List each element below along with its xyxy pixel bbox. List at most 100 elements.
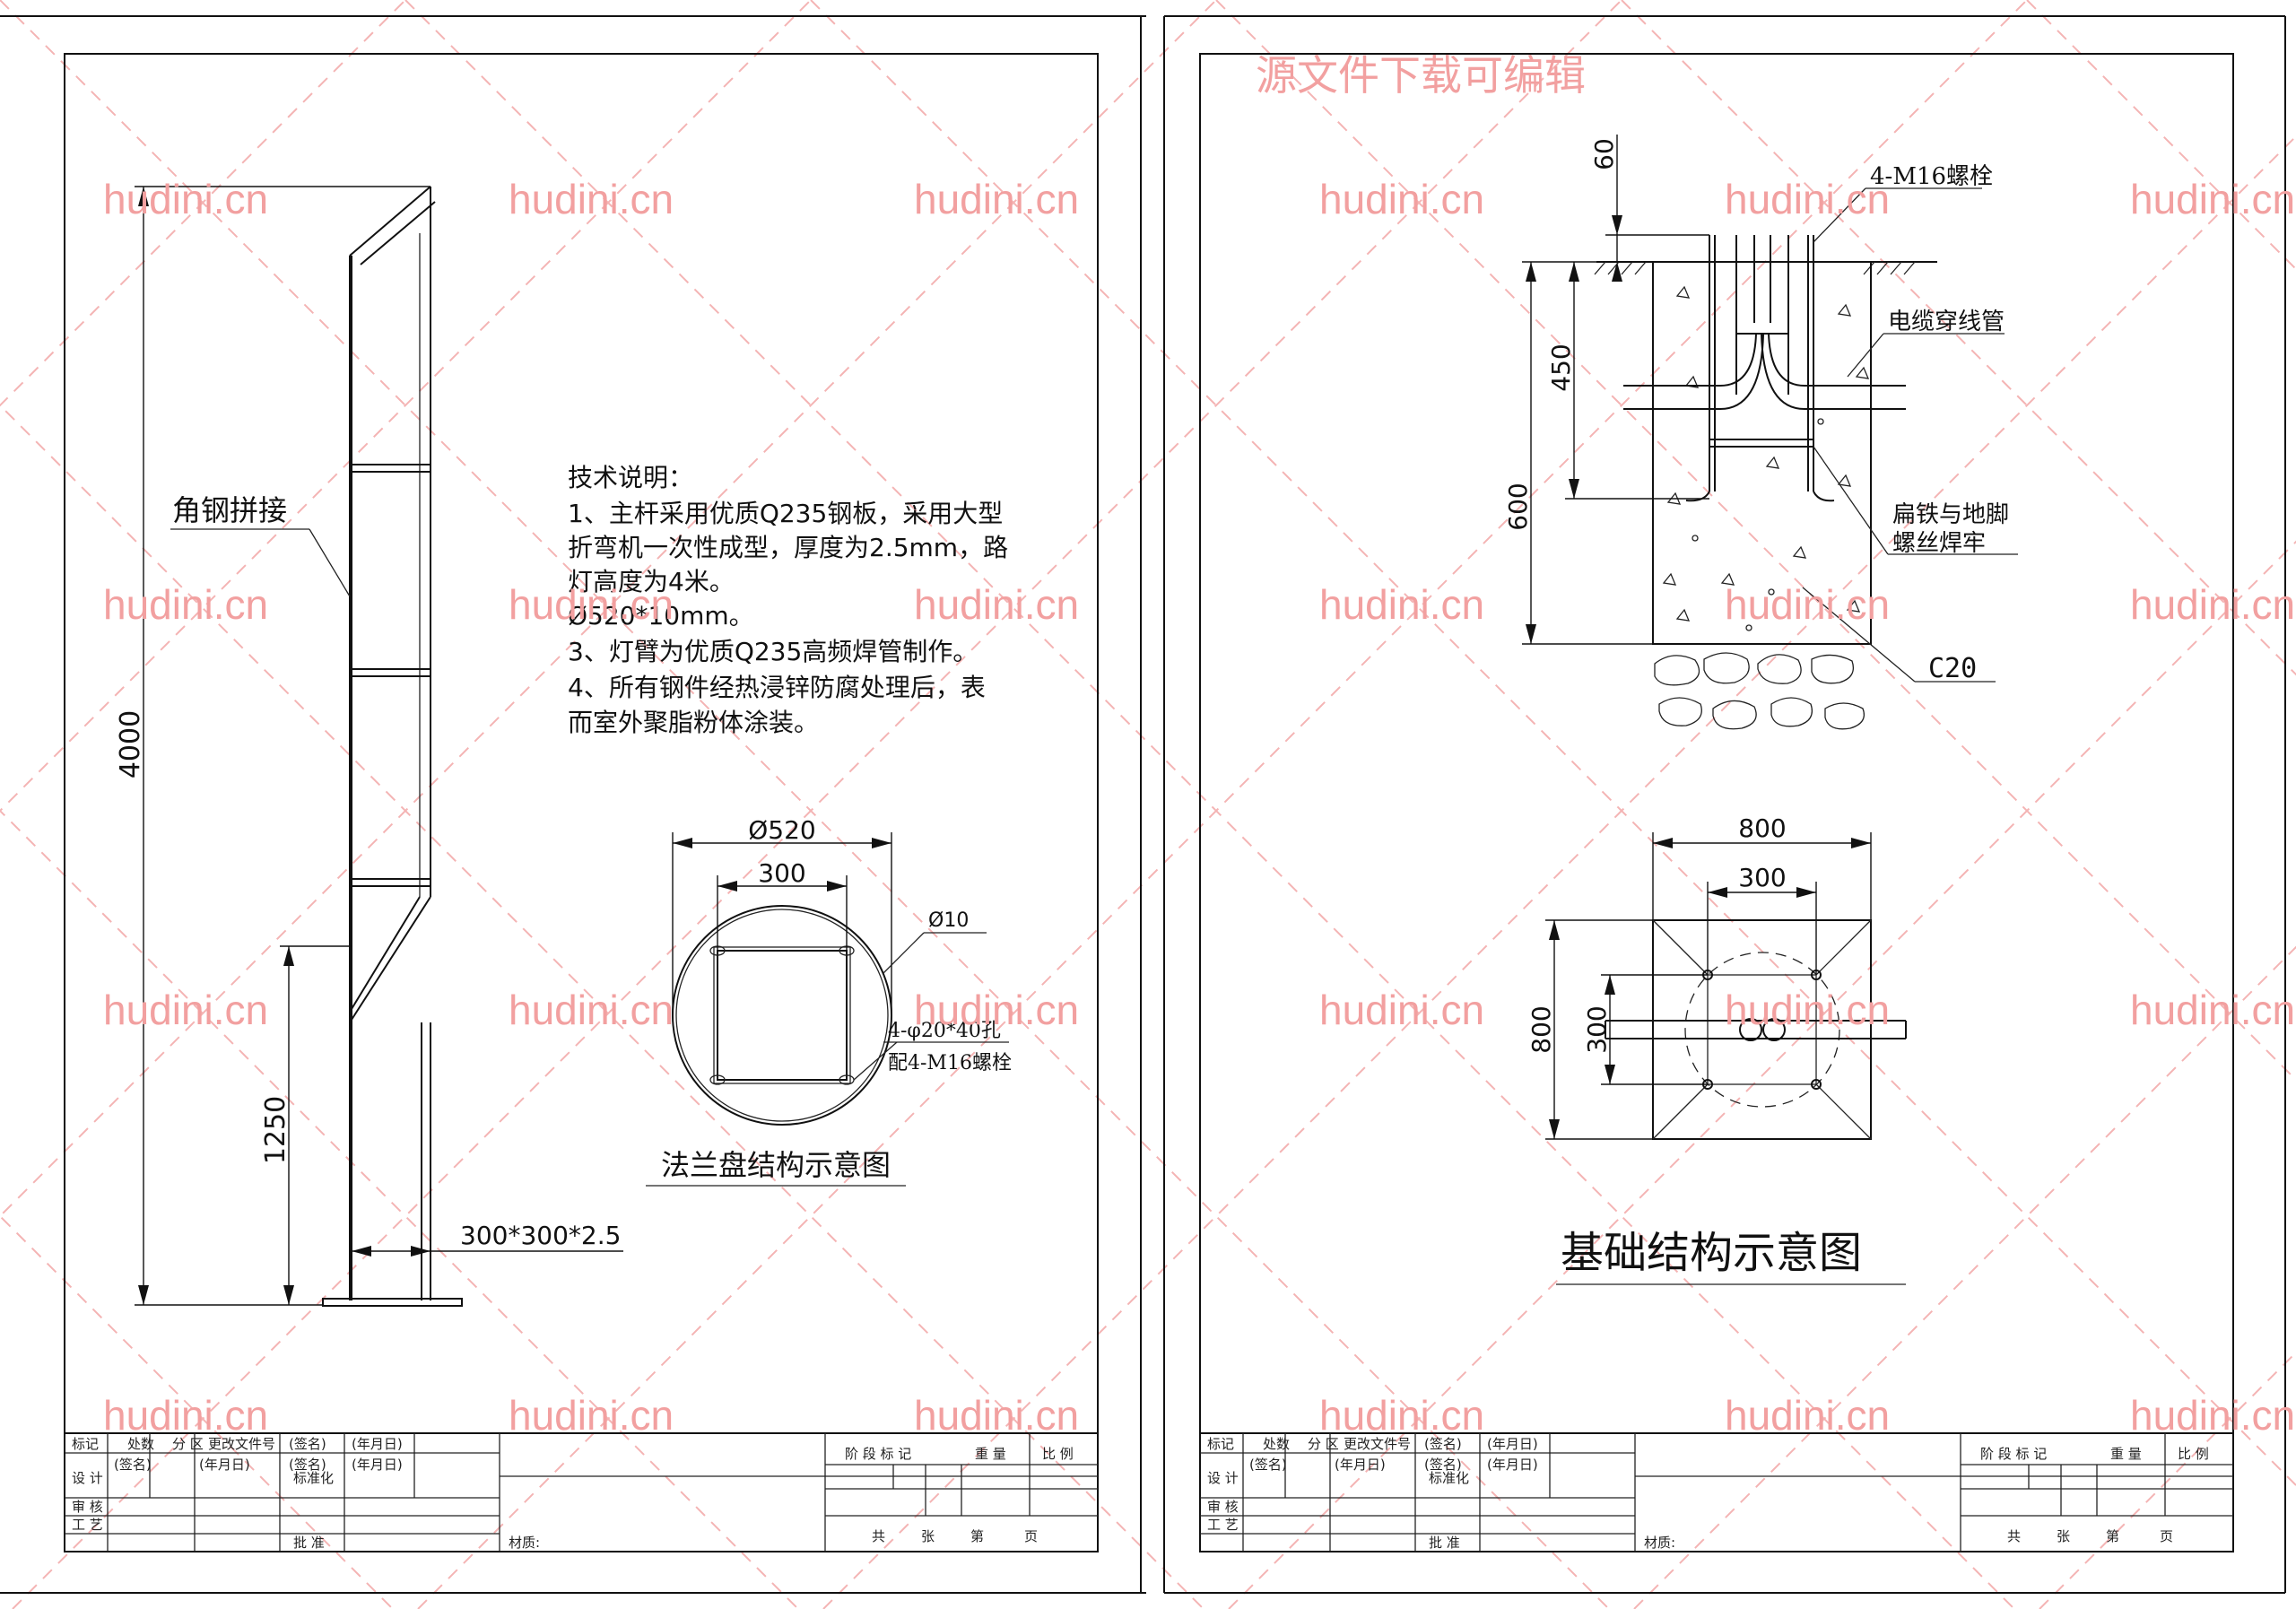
- svg-text:第: 第: [970, 1528, 984, 1544]
- svg-text:阶 段 标 记: 阶 段 标 记: [1980, 1446, 2047, 1462]
- angle-steel-label: 角钢拼接: [172, 493, 287, 527]
- svg-text:重 量: 重 量: [2110, 1446, 2142, 1462]
- watermark-site-text: hudini.cn: [1725, 176, 1890, 222]
- svg-text:审 核: 审 核: [1207, 1499, 1239, 1515]
- cable-duct-label: 电缆穿线管: [1888, 309, 2005, 335]
- bolt-label: 4-M16螺栓: [1870, 163, 1993, 190]
- watermark-site-text: hudini.cn: [1319, 1392, 1484, 1439]
- notes-title: 技术说明：: [568, 463, 693, 492]
- watermark-site-text: hudini.cn: [1725, 1392, 1890, 1439]
- weld-label-1: 扁铁与地脚: [1892, 501, 2009, 528]
- watermark-site-text: hudini.cn: [1725, 581, 1890, 628]
- flange-dim-hole: Ø10: [928, 909, 969, 932]
- svg-text:标准化: 标准化: [1429, 1470, 1469, 1486]
- svg-text:页: 页: [1024, 1528, 1038, 1544]
- watermark-site-text: hudini.cn: [1319, 581, 1484, 628]
- dim-4000-text: 4000: [115, 710, 146, 778]
- weld-label-2: 螺丝焊牢: [1892, 530, 1986, 557]
- watermark-line: [1633, 945, 2296, 1609]
- svg-text:批 准: 批 准: [1429, 1535, 1460, 1551]
- watermark-line: [0, 0, 1610, 1609]
- left-sheet-frame: [0, 15, 1146, 1594]
- watermark-line: [822, 135, 2296, 1609]
- flange-holes-note: 4-φ20*40孔: [888, 1020, 1001, 1042]
- svg-text:(签名): (签名): [1424, 1457, 1462, 1473]
- right-sheet-frame: [1163, 15, 2286, 1594]
- watermark-site-text: hudini.cn: [1319, 987, 1484, 1033]
- svg-text:材质:: 材质:: [1644, 1535, 1675, 1551]
- watermark-line: [0, 0, 406, 407]
- dim-door-height: 1250: [260, 945, 352, 1305]
- svg-text:工 艺: 工 艺: [72, 1517, 103, 1533]
- dim-base-plate: 300*300*2.5: [352, 1221, 623, 1257]
- watermark-banner: 源文件下载可编辑: [1256, 52, 1586, 99]
- watermark-site-text: hudini.cn: [509, 176, 674, 222]
- watermark-site-text: hudini.cn: [914, 176, 1079, 222]
- svg-text:标记: 标记: [72, 1436, 99, 1452]
- svg-text:设 计: 设 计: [72, 1470, 103, 1486]
- svg-text:(年月日): (年月日): [352, 1436, 403, 1452]
- svg-text:处数: 处数: [1263, 1436, 1290, 1452]
- watermark-line: [0, 404, 1205, 1609]
- svg-text:更改文件号: 更改文件号: [1344, 1436, 1411, 1452]
- watermark-line: [417, 0, 2028, 1609]
- watermark-site-text: hudini.cn: [914, 987, 1079, 1033]
- watermark-line: [0, 0, 1217, 1218]
- note-line-2: 折弯机一次性成型，厚度为2.5mm，路: [568, 533, 1008, 562]
- flange-dim-outer: Ø520: [748, 815, 815, 845]
- watermark-site-text: hudini.cn: [103, 987, 268, 1033]
- foundation-caption: 基础结构示意图: [1561, 1228, 1862, 1278]
- svg-text:设 计: 设 计: [1207, 1470, 1239, 1486]
- svg-text:张: 张: [2057, 1528, 2070, 1544]
- svg-text:批 准: 批 准: [293, 1535, 325, 1551]
- watermark-site-text: hudini.cn: [103, 1392, 268, 1439]
- watermark-site-text: hudini.cn: [509, 581, 674, 628]
- watermark-line: [2026, 0, 2296, 271]
- svg-text:第: 第: [2106, 1528, 2119, 1544]
- watermark-site-text: hudini.cn: [914, 581, 1079, 628]
- watermark-line: [1228, 540, 2296, 1609]
- concrete-fill: [1662, 285, 1870, 631]
- svg-text:材质:: 材质:: [509, 1535, 540, 1551]
- watermark-line: [1621, 0, 2296, 676]
- dim-600-text: 600: [1503, 483, 1533, 530]
- title-block-left: 标记 处数 分 区 更改文件号 (签名) (年月日) 设 计 (签名) (年月日…: [64, 1432, 1099, 1552]
- svg-text:(年月日): (年月日): [1487, 1436, 1538, 1452]
- flange-caption: 法兰盘结构示意图: [661, 1148, 891, 1182]
- note-line-3: 灯高度为4米。: [568, 567, 735, 596]
- svg-text:标准化: 标准化: [293, 1470, 334, 1486]
- plan-dim-300-top: 300: [1738, 863, 1786, 892]
- note-line-1: 1、主杆采用优质Q235钢板，采用大型: [568, 499, 1003, 528]
- watermark-site-text: hudini.cn: [1319, 176, 1484, 222]
- watermark-site-text: hudini.cn: [2130, 176, 2295, 222]
- watermark-site-text: hudini.cn: [1725, 987, 1890, 1033]
- dim-60-text: 60: [1589, 138, 1619, 170]
- watermark-site-text: hudini.cn: [2130, 581, 2295, 628]
- plan-dim-800-top: 800: [1738, 813, 1786, 843]
- svg-text:阶 段 标 记: 阶 段 标 记: [845, 1446, 911, 1462]
- watermark-line: [1215, 0, 2296, 1082]
- watermark-site-text: hudini.cn: [2130, 1392, 2295, 1439]
- dim-1250-text: 1250: [260, 1096, 291, 1164]
- svg-text:(签名): (签名): [289, 1457, 326, 1473]
- watermark-site-text: hudini.cn: [914, 1392, 1079, 1439]
- watermark-site-text: hudini.cn: [509, 987, 674, 1033]
- title-block-right: 标记 处数 分 区 更改文件号 (签名) (年月日) 设 计 (签名) (年月日…: [1199, 1432, 2234, 1552]
- watermark-site-text: hudini.cn: [509, 1392, 674, 1439]
- svg-text:(年月日): (年月日): [1487, 1457, 1538, 1473]
- svg-text:(签名): (签名): [114, 1457, 152, 1473]
- svg-text:比 例: 比 例: [1042, 1446, 1074, 1462]
- note-line-6: 4、所有钢件经热浸锌防腐处理后，表: [568, 673, 986, 702]
- watermark-line: [2039, 1351, 2296, 1609]
- watermark-site-text: hudini.cn: [103, 581, 268, 628]
- svg-text:比 例: 比 例: [2178, 1446, 2209, 1462]
- svg-text:审 核: 审 核: [72, 1499, 103, 1515]
- foundation-section: 60 450 600 4-M16螺栓 电缆穿线管 扁铁与地脚 螺丝焊牢 C20: [1503, 135, 2018, 730]
- plan-dim-300-left: 300: [1582, 1005, 1612, 1053]
- watermark-text-layer: hudini.cn hudini.cn hudini.cn hudini.cn hudi…: [103, 176, 2295, 1439]
- plan-dim-800-left: 800: [1526, 1005, 1556, 1053]
- svg-text:(年月日): (年月日): [199, 1457, 250, 1473]
- gravel-layer: [1654, 652, 1866, 730]
- svg-text:(年月日): (年月日): [1335, 1457, 1386, 1473]
